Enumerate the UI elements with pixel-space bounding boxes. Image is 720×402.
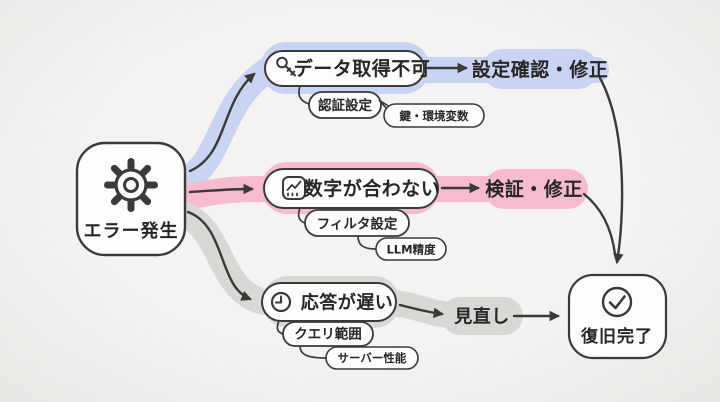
connector-datafetch-sub — [298, 85, 310, 105]
sub-node-auth — [308, 91, 382, 119]
connector-numbers-sub — [297, 207, 306, 224]
sub-label-query: クエリ範囲 — [294, 326, 362, 343]
broken-gear-icon — [104, 158, 158, 212]
cause-node-datafetch — [264, 50, 425, 87]
sub-connectors — [276, 85, 377, 359]
sub-node-filter — [304, 209, 410, 237]
bubble-node-llm — [375, 237, 447, 261]
key-icon — [276, 56, 297, 77]
bubble-label-server: サーバー性能 — [338, 351, 407, 365]
action-label-slow: 見直し — [453, 306, 510, 328]
connector-query-server — [299, 345, 327, 359]
arrow-action1-to-end — [598, 76, 624, 265]
end-label: 復旧完了 — [580, 326, 653, 347]
check-circle-icon — [601, 286, 633, 318]
bubble-label-keyenv: 鍵・環境変数 — [400, 109, 469, 123]
arrow-start-to-numbers — [188, 183, 255, 195]
arrow-slow-to-action — [398, 303, 445, 319]
sub-label-filter: フィルタ設定 — [317, 216, 398, 233]
connector-slow-sub — [276, 320, 284, 335]
clock-icon — [270, 291, 292, 313]
cause-node-numbers — [263, 168, 439, 209]
bubble-label-llm: LLM精度 — [386, 243, 436, 257]
arrow-start-to-slow — [186, 210, 252, 301]
cause-node-slow — [261, 282, 397, 322]
cause-label-slow: 応答が遅い — [301, 292, 394, 314]
bubble-node-server — [325, 346, 419, 370]
arrow-action2-to-end — [582, 192, 617, 256]
icons — [104, 56, 633, 318]
start-label: エラー発生 — [84, 220, 179, 242]
action-label-numbers: 検証・修正 — [485, 178, 583, 201]
bubble-node-keyenv — [383, 103, 485, 128]
action-label-datafetch: 設定確認・修正 — [472, 58, 609, 81]
sub-node-query — [282, 321, 374, 347]
flow-arrows — [186, 62, 624, 322]
connector-filter-llm — [357, 235, 377, 250]
chart-icon — [282, 176, 306, 200]
cause-label-numbers: 数字が合わない — [304, 177, 441, 200]
cause-label-datafetch: データ取得不可 — [294, 57, 431, 80]
arrow-start-to-datafetch — [188, 72, 256, 173]
sub-label-auth: 認証設定 — [318, 97, 372, 114]
labels: エラー発生 データ取得不可 認証設定 鍵・環境変数 設定確認・修正 数字が合わな… — [84, 57, 653, 365]
